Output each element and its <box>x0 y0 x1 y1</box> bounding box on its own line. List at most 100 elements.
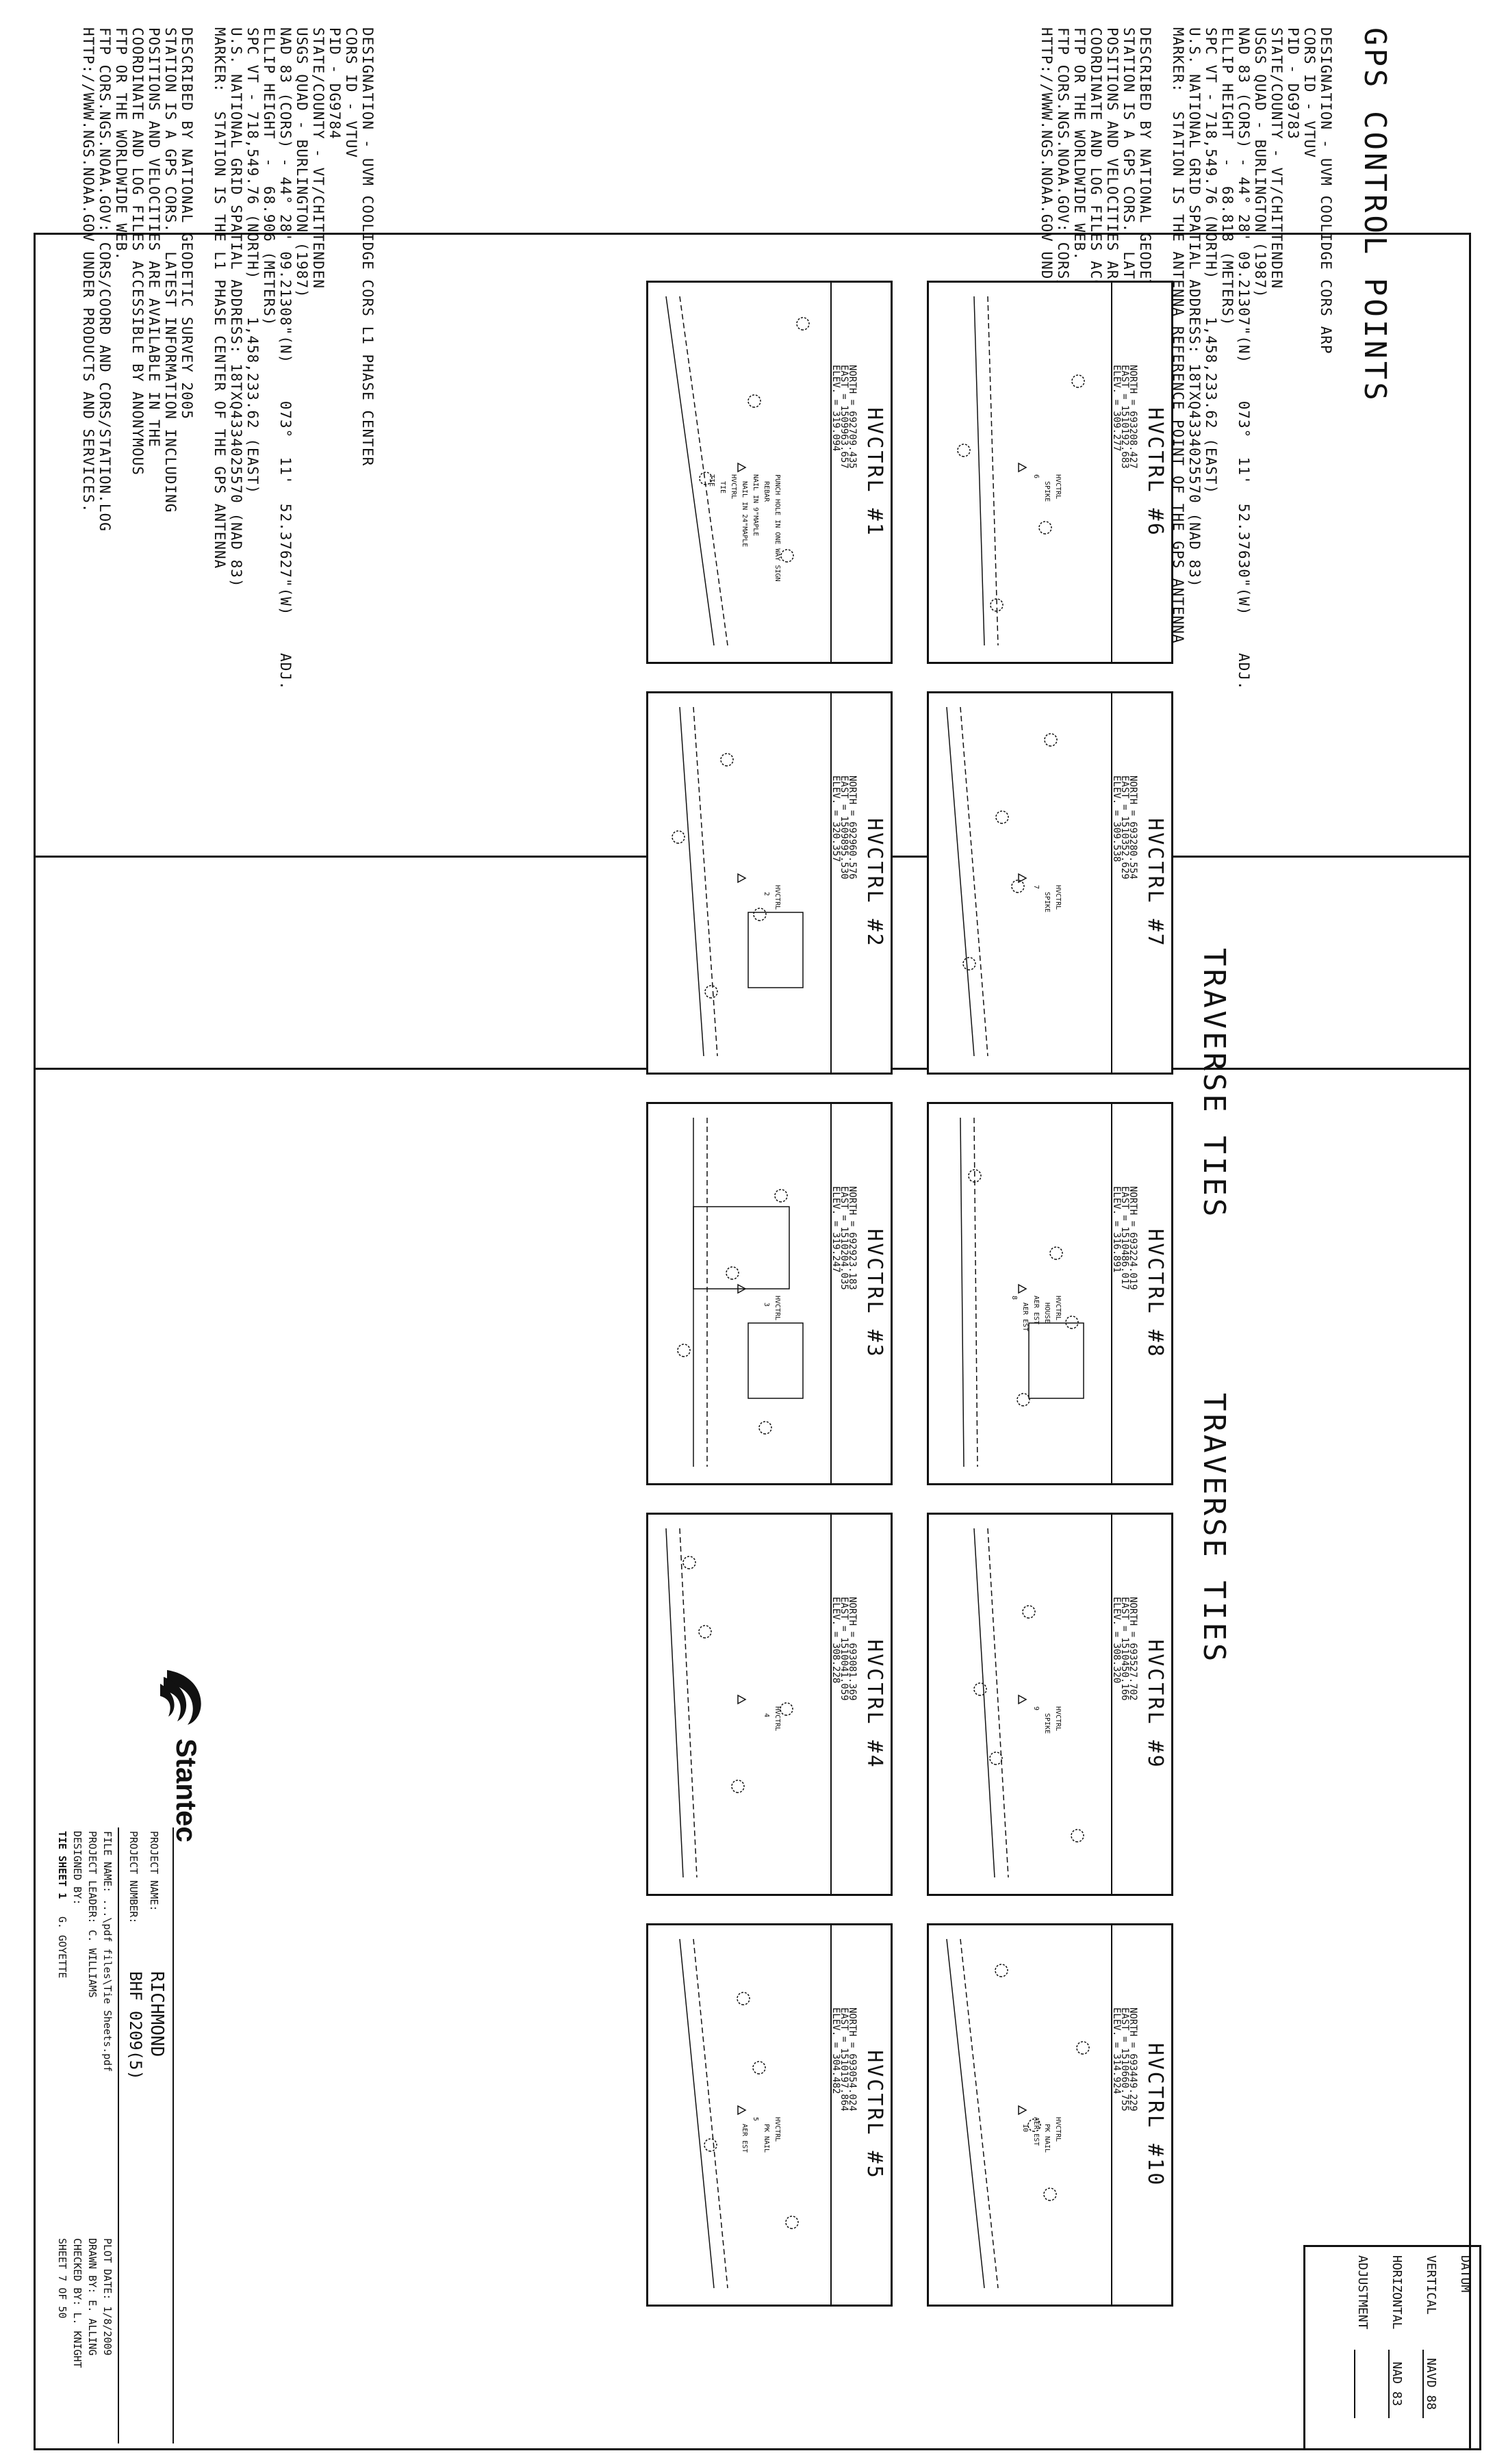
road-edge-line <box>679 296 728 646</box>
file-name: FILE NAME: ...\pdf files\Tie Sheets.pdf <box>101 1831 114 2072</box>
drawn-by: DRAWN BY: E. ALLING <box>86 2238 99 2356</box>
tie-header-rule <box>830 1104 832 1483</box>
tree-symbol <box>1071 1829 1084 1843</box>
tree-symbol <box>1038 521 1052 535</box>
gps-line: MARKER: STATION IS THE L1 PHASE CENTER O… <box>212 27 228 569</box>
tree-symbol <box>748 394 761 408</box>
map-label: 2 <box>763 892 770 896</box>
gps-line: STATE/COUNTY - VT/CHITTENDEN <box>1268 27 1285 290</box>
map-label: AER EST <box>1021 1302 1029 1331</box>
tie-title: HVCTRL #7 <box>1143 818 1167 948</box>
road-edge-line <box>960 706 988 1057</box>
map-label: HVCTRL <box>1054 1706 1062 1731</box>
stantec-logo: Stantec <box>153 1656 222 1862</box>
tie-title: HVCTRL #1 <box>862 407 886 537</box>
gps-line: NAD 83 (CORS) - 44° 28' 09.21307"(N) 073… <box>1236 27 1252 691</box>
tie-header-rule <box>830 1925 832 2305</box>
map-label: NAIL IN 24"MAPLE <box>741 481 748 547</box>
map-label: AER EST <box>1032 1296 1040 1324</box>
map-label: HVCTRL <box>1054 2117 1062 2142</box>
map-label: TIE <box>708 474 715 487</box>
gps-line: DESCRIBED BY NATIONAL GEODETIC SURVEY 20… <box>179 27 195 420</box>
traverse-title-1: TRAVERSE TIES <box>1197 948 1231 1220</box>
gps-line: DESIGNATION - UVM COOLIDGE CORS ARP <box>1318 27 1334 355</box>
tie-header-rule <box>830 693 832 1073</box>
datum-heading: DATUM <box>1458 2255 1472 2293</box>
tree-symbol <box>1011 880 1025 893</box>
gps-block-l1: DESIGNATION - UVM COOLIDGE CORS L1 PHASE… <box>80 27 376 691</box>
gps-line: COORDINATE AND LOG FILES ACCESSIBLE BY A… <box>129 27 146 476</box>
tree-symbol <box>726 1266 739 1280</box>
tie-title: HVCTRL #5 <box>862 2050 886 2180</box>
tie-title: HVCTRL #4 <box>862 1639 886 1769</box>
control-point-triangle <box>737 1283 747 1294</box>
map-label: AER EST <box>1032 2117 1040 2146</box>
project-leader: PROJECT LEADER: C. WILLIAMS <box>86 1831 99 1998</box>
tree-symbol <box>1017 1393 1030 1407</box>
control-point-triangle <box>1018 1283 1027 1294</box>
gps-line: CORS ID - VTUV <box>1301 27 1318 159</box>
road-edge-line <box>960 1117 964 1467</box>
map-label: HVCTRL <box>1054 885 1062 910</box>
control-point-triangle <box>1018 2105 1027 2116</box>
tie-header-rule <box>830 283 832 662</box>
tree-symbol <box>785 2216 799 2229</box>
tree-symbol <box>737 1992 750 2005</box>
tree-symbol <box>758 1421 772 1435</box>
road-edge-line <box>679 706 704 1057</box>
road-edge-line <box>693 1938 728 2289</box>
road-edge-line <box>973 1117 978 1467</box>
map-label: HVCTRL <box>774 2117 781 2142</box>
tree-symbol <box>1022 1605 1036 1619</box>
gps-line: ELLIP HEIGHT - 68.906 (METERS) <box>261 27 277 326</box>
map-label: 8 <box>1010 1296 1018 1300</box>
datum-vertical-value: NAVD 88 <box>1422 2350 1438 2418</box>
map-label: 5 <box>752 2117 759 2121</box>
tree-symbol <box>995 810 1009 824</box>
tree-symbol <box>704 2138 717 2152</box>
road-edge-line <box>987 1528 1009 1878</box>
map-label: 10 <box>1021 2124 1029 2132</box>
project-number-label: PROJECT NUMBER: <box>127 1831 140 1924</box>
road-edge-line <box>679 1938 715 2289</box>
tree-symbol <box>1076 2041 1090 2055</box>
gps-line: U.S. NATIONAL GRID SPATIAL ADDRESS: 18TX… <box>228 27 244 588</box>
datum-box: DATUM VERTICAL NAVD 88 HORIZONTAL NAD 83… <box>1303 2245 1481 2450</box>
title-block: PROJECT NAME: RICHMOND PROJECT NUMBER: B… <box>34 1827 338 2443</box>
control-point-triangle <box>737 2105 747 2116</box>
tree-symbol <box>752 2061 766 2075</box>
logo-text: Stantec <box>170 1738 203 1843</box>
gps-line: PID - DG9783 <box>1285 27 1301 140</box>
gps-line: DESIGNATION - UVM COOLIDGE CORS L1 PHASE… <box>359 27 376 467</box>
datum-horizontal-value: NAD 83 <box>1388 2350 1404 2418</box>
tie-header-rule <box>1111 1515 1112 1894</box>
tree-symbol <box>957 444 971 457</box>
sheet-title: TIE SHEET 1 <box>56 1831 68 1899</box>
tree-symbol <box>1065 1316 1079 1329</box>
gps-line: U.S. NATIONAL GRID SPATIAL ADDRESS: 18TX… <box>1186 27 1203 588</box>
building-outline <box>1028 1322 1084 1399</box>
datum-horizontal-label: HORIZONTAL <box>1390 2255 1404 2330</box>
tree-symbol <box>677 1344 691 1357</box>
tree-symbol <box>1027 2118 1041 2132</box>
gps-line: USGS QUAD - BURLINGTON (1987) <box>294 27 310 298</box>
gps-line: NAD 83 (CORS) - 44° 28' 09.21308"(N) 073… <box>277 27 294 691</box>
